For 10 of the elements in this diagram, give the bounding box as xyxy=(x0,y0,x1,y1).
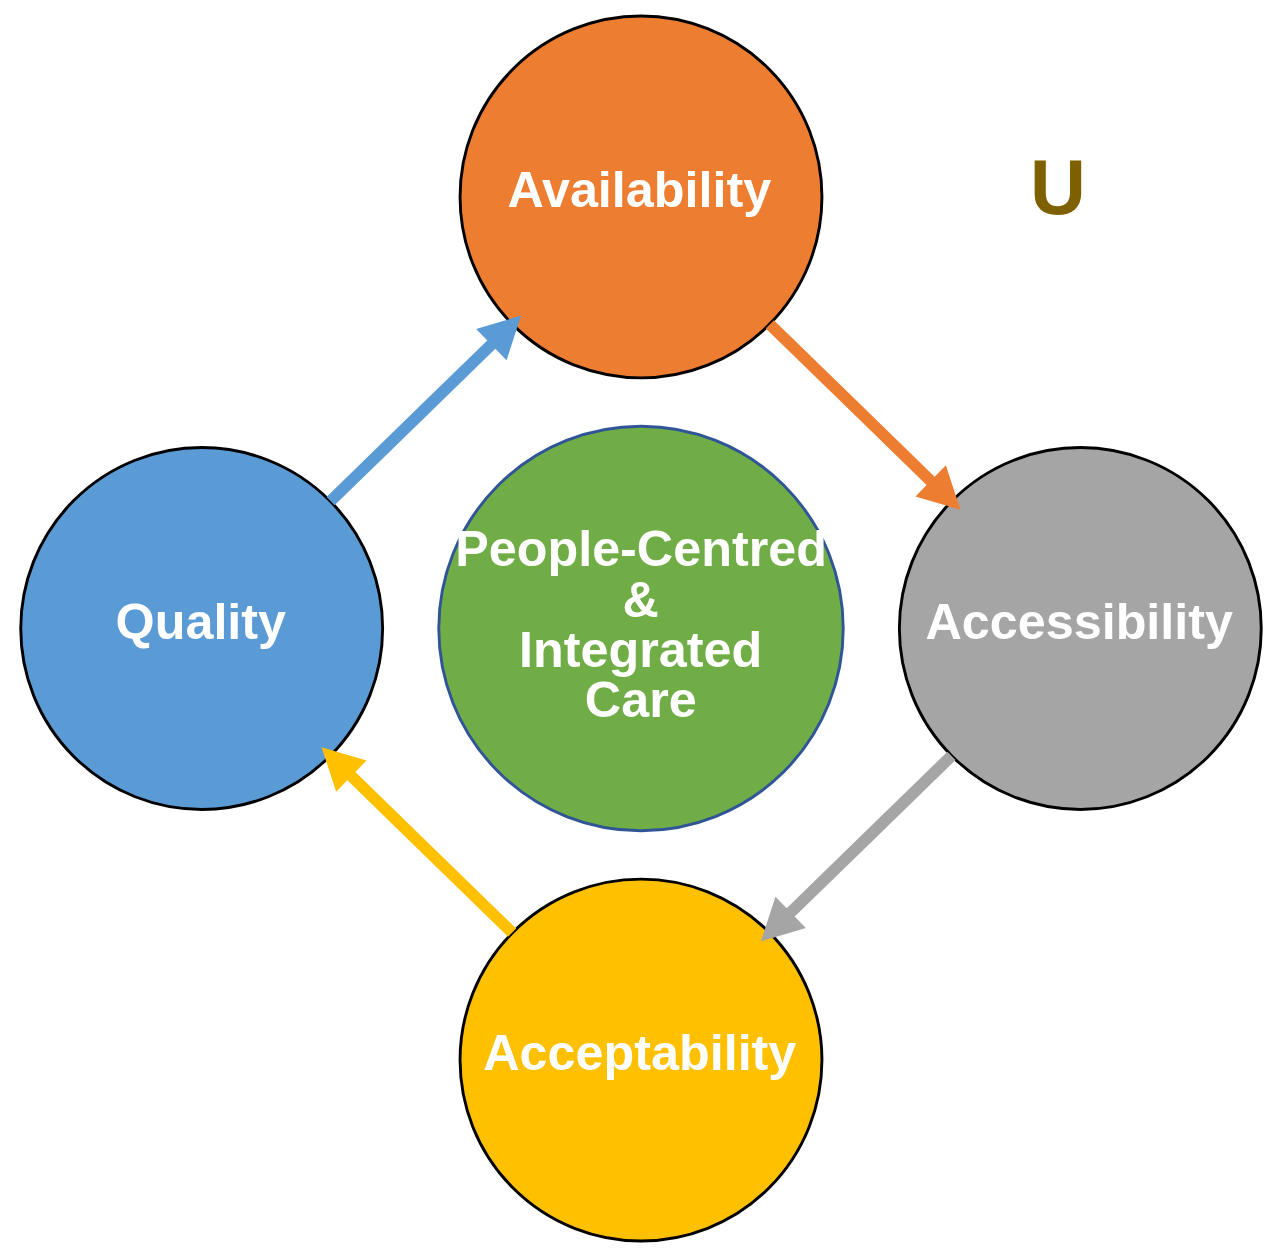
node-circle: Quality xyxy=(18,446,384,811)
arrow xyxy=(321,747,516,937)
node-circle: People-Centred & Integrated Care xyxy=(436,424,845,833)
label: U xyxy=(1029,144,1086,231)
node-circle: Availability xyxy=(458,14,823,380)
node-circle: Accessibility xyxy=(897,446,1263,811)
arrow xyxy=(765,320,960,510)
arrow xyxy=(325,315,521,506)
arrow xyxy=(760,751,956,942)
node-circle: Acceptability xyxy=(458,877,823,1243)
